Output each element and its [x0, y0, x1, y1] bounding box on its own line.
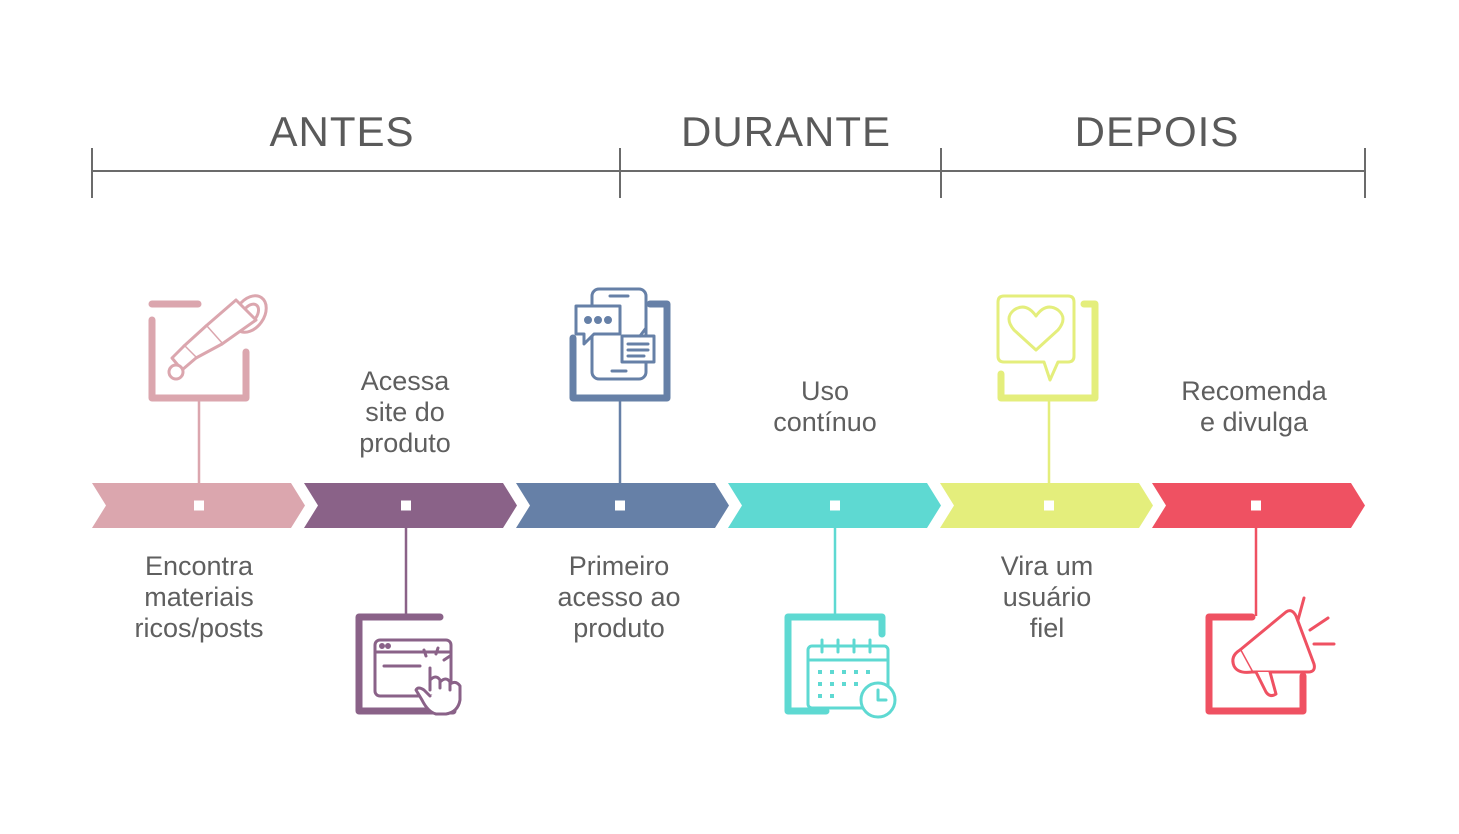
step-text-4: Uso contínuo: [715, 376, 935, 438]
step-text-2: Acessa site do produto: [295, 366, 515, 459]
step-text-line: Recomenda: [1181, 376, 1327, 406]
step-text-line: materiais: [144, 582, 254, 612]
step-text-line: usuário: [1002, 582, 1092, 612]
calendar-clock-icon: [784, 613, 897, 719]
step-text-line: fiel: [1029, 613, 1065, 643]
speech-bubble: [996, 294, 1076, 382]
chevron-marker: [1044, 500, 1054, 511]
phase-label-depois: DEPOIS: [1074, 108, 1240, 155]
heart-shape: [1007, 305, 1065, 352]
step-text-line: Vira um: [1000, 551, 1094, 581]
calendar-day: [830, 670, 834, 674]
calendar-day: [842, 682, 846, 686]
chevron-marker: [1251, 500, 1261, 511]
telescope-icon: [148, 294, 268, 402]
step-connectors: [197, 400, 1258, 616]
step-text-line: ricos/posts: [134, 613, 264, 643]
step-text-line: Encontra: [144, 551, 254, 581]
step-icons: [148, 287, 1336, 719]
chat-dot: [584, 316, 592, 324]
step-text-6: Recomenda e divulga: [1144, 376, 1364, 438]
chevron-marker: [401, 500, 411, 511]
browser-window: [373, 638, 453, 698]
icon-frame: [148, 300, 250, 402]
step-text-line: Uso: [800, 376, 849, 406]
heart-speech-icon: [996, 294, 1099, 402]
chat-bubble-left: [574, 304, 622, 346]
calendar-day: [818, 694, 822, 698]
phase-bracket: [91, 148, 1366, 198]
step-text-3: Primeiro acesso ao produto: [509, 551, 729, 644]
megaphone-icon: [1205, 596, 1336, 715]
step-text-line: acesso ao: [557, 582, 681, 612]
step-text-line: Acessa: [360, 366, 450, 396]
step-text-line: Primeiro: [568, 551, 670, 581]
icon-frame: [1205, 613, 1307, 715]
step-text-line: site do: [365, 397, 445, 427]
icon-frame: [569, 300, 671, 402]
chevron-marker: [194, 500, 204, 511]
icon-frame: [784, 613, 886, 715]
icon-frame: [997, 300, 1099, 402]
step-text-line: e divulga: [1199, 407, 1309, 437]
step-text-line: produto: [359, 428, 451, 458]
calendar-day: [830, 682, 834, 686]
calendar-day: [866, 670, 870, 674]
chat-dot: [604, 316, 612, 324]
chevron-marker: [830, 500, 840, 511]
mobile-chat-icon: [569, 287, 671, 402]
step-text-line: contínuo: [773, 407, 877, 437]
browser-click-icon: [355, 613, 462, 716]
clock-hands: [876, 688, 888, 702]
click-rays: [422, 646, 452, 662]
step-text-5: Vira um usuário fiel: [937, 551, 1157, 644]
timeline-chevrons: [92, 483, 1365, 528]
browser-dot: [379, 643, 385, 649]
megaphone-back: [1231, 648, 1254, 674]
calendar-day: [818, 682, 822, 686]
step-text-line: produto: [573, 613, 665, 643]
icon-frame: [355, 613, 457, 715]
calendar-day: [854, 670, 858, 674]
pointer-hand: [414, 666, 462, 716]
calendar-day: [842, 670, 846, 674]
browser-dot: [385, 643, 391, 649]
phase-label-durante: DURANTE: [680, 108, 891, 155]
calendar-day: [830, 694, 834, 698]
telescope-end: [167, 363, 185, 381]
megaphone-cone: [1238, 609, 1316, 674]
chevron-marker: [615, 500, 625, 511]
phase-label-antes: ANTES: [269, 108, 415, 155]
sound-rays: [1296, 596, 1336, 646]
step-text-1: Encontra materiais ricos/posts: [89, 551, 309, 644]
chat-dot: [594, 316, 602, 324]
megaphone-handle: [1254, 670, 1278, 698]
calendar-day: [854, 682, 858, 686]
calendar-day: [818, 670, 822, 674]
